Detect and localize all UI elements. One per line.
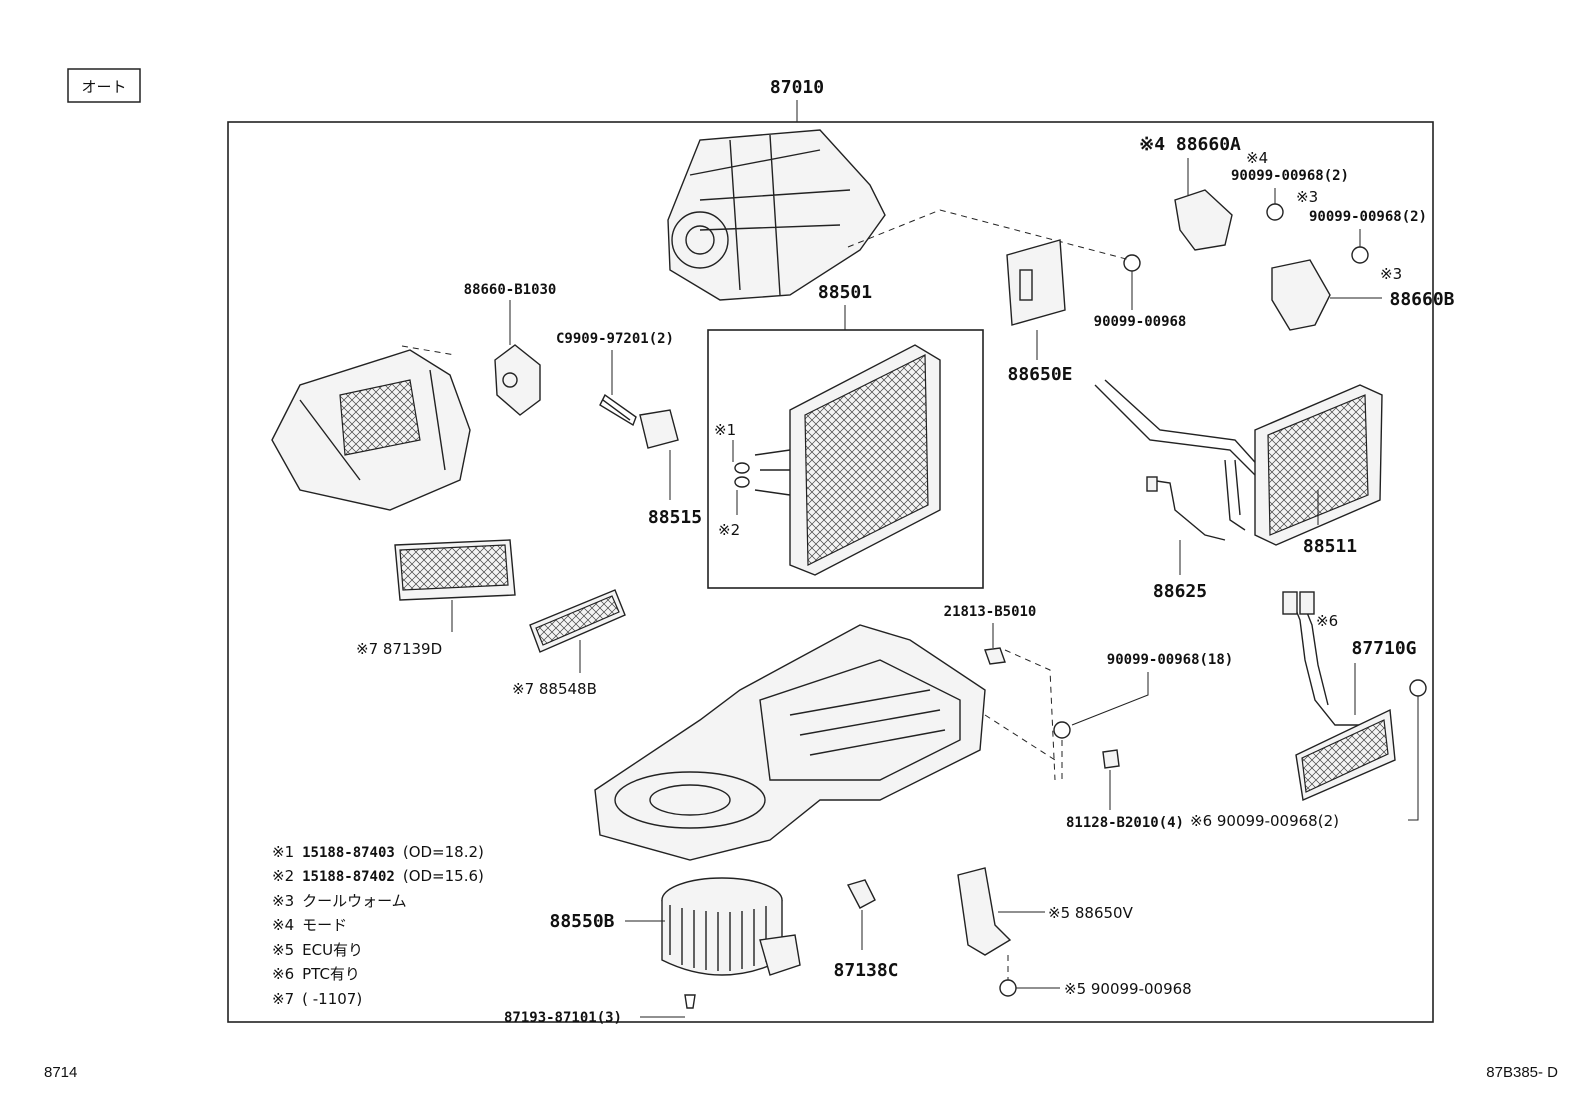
blower-screw-part — [684, 994, 696, 1009]
category-tag: オート — [67, 68, 141, 103]
filter-1-part — [394, 539, 516, 601]
left-case-part — [271, 349, 471, 511]
label-resistor: 87138C — [833, 960, 898, 981]
label-ptc-mark: ※6 — [1316, 612, 1338, 630]
label-blower: 88550B — [549, 911, 614, 932]
evaporator-box — [707, 329, 984, 589]
note-3-mark: ※3 — [272, 892, 294, 910]
label-filter-1: ※7 87139D — [356, 640, 442, 658]
drawing-code: 87B385- D — [1486, 1064, 1558, 1081]
note-4-mark: ※4 — [272, 916, 294, 934]
label-evaporator: 88501 — [818, 282, 872, 303]
label-servo-b-screw: 90099-00968(2) — [1309, 209, 1427, 225]
note-2-code: 15188-87402 — [302, 869, 395, 885]
category-tag-text: オート — [81, 78, 126, 96]
label-servo-left: 88660-B1030 — [464, 282, 557, 298]
note-5-mark: ※5 — [272, 941, 294, 959]
filter-2-part — [529, 589, 626, 653]
label-blower-screw: 87193-87101(3) — [504, 1010, 622, 1026]
sensor-clip-part — [984, 647, 1006, 665]
servo-b-part — [1271, 259, 1331, 331]
label-servo-b: 88660B — [1389, 289, 1454, 310]
label-servo-b-screw-mark: ※3 — [1296, 188, 1318, 206]
screw-symbol — [1123, 254, 1141, 272]
thermistor-part — [1149, 479, 1226, 541]
assembly-frame — [227, 121, 1434, 1023]
label-ecu-screw: ※5 90099-00968 — [1064, 980, 1192, 998]
bolt-part — [599, 393, 637, 427]
label-expansion-valve: 88515 — [648, 507, 702, 528]
notes-legend: ※1 15188-87403 (OD=18.2) ※2 15188-87402 (OD=… — [272, 843, 484, 1008]
note-6-text: PTC有り — [302, 965, 360, 983]
expansion-valve-part — [639, 409, 679, 449]
clip-part — [1102, 749, 1120, 769]
note-2-text: (OD=15.6) — [403, 867, 484, 885]
note-7-text: ( -1107) — [302, 990, 362, 1008]
ptc-heater-part — [1282, 591, 1396, 802]
label-servo-a-screw: 90099-00968(2) — [1231, 168, 1349, 184]
label-servo-b-mark: ※3 — [1380, 265, 1402, 283]
label-thermistor: 88625 — [1153, 581, 1207, 602]
heater-core-part — [1094, 379, 1383, 546]
note-1-mark: ※1 — [272, 843, 294, 861]
servo-a-part — [1174, 189, 1233, 251]
svg-text:※7( -1107): ※7 ( -1107) — [272, 990, 362, 1008]
label-amp-screw: 90099-00968 — [1094, 314, 1187, 330]
label-ptc-heater: 87710G — [1351, 638, 1416, 659]
note-4-text: モード — [302, 916, 347, 934]
label-ptc-screw: ※6 90099-00968(2) — [1190, 812, 1339, 830]
servo-left-part — [494, 344, 541, 416]
note-2-mark: ※2 — [272, 867, 294, 885]
label-servo-a-screw-mark: ※4 — [1246, 149, 1268, 167]
ecu-part — [957, 867, 1012, 956]
label-oring-1: ※1 — [714, 421, 736, 439]
label-ecu: ※5 88650V — [1048, 904, 1134, 922]
lower-case-part — [594, 624, 986, 861]
note-3-text: クールウォーム — [302, 892, 407, 910]
label-unit-assembly: 87010 — [770, 77, 824, 98]
label-clip: 81128-B2010(4) — [1066, 815, 1184, 831]
note-7-mark: ※7 — [272, 990, 294, 1008]
label-case-screws: 90099-00968(18) — [1107, 652, 1233, 668]
note-6-mark: ※6 — [272, 965, 294, 983]
label-amplifier: 88650E — [1007, 364, 1072, 385]
resistor-part — [846, 879, 876, 909]
label-filter-2: ※7 88548B — [512, 680, 597, 698]
note-1-text: (OD=18.2) — [403, 843, 484, 861]
label-servo-a: ※4 88660A — [1139, 134, 1241, 155]
label-bolt: C9909-97201(2) — [556, 331, 674, 347]
label-heater-core: 88511 — [1303, 536, 1357, 557]
note-5-text: ECU有り — [302, 941, 363, 959]
blower-motor-part — [661, 877, 801, 976]
note-1-code: 15188-87403 — [302, 845, 395, 861]
evaporator-part — [734, 344, 941, 576]
amplifier-part — [1006, 239, 1066, 326]
upper-case-part — [667, 129, 886, 301]
label-oring-2: ※2 — [718, 521, 740, 539]
page-code: 8714 — [44, 1064, 77, 1081]
label-sensor-clip: 21813-B5010 — [944, 604, 1037, 620]
